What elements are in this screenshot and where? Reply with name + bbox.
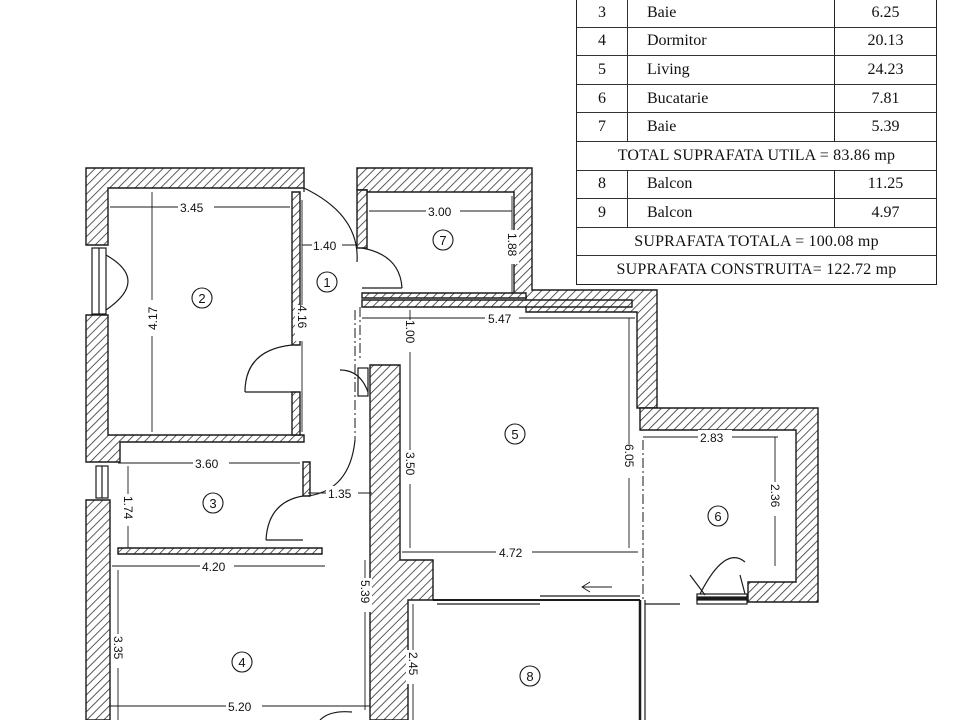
table-row: 5 Living 24.23 xyxy=(577,55,936,84)
table-row: 7 Baie 5.39 xyxy=(577,112,936,141)
dim-room6-width: 2.83 xyxy=(700,431,724,445)
wall-living-top xyxy=(361,299,633,308)
area-table: 3 Baie 6.25 4 Dormitor 20.13 5 Living 24… xyxy=(576,0,937,285)
row-number: 7 xyxy=(577,113,628,141)
dim-room7-width: 3.00 xyxy=(428,205,452,219)
door-room3 xyxy=(265,495,304,541)
row-area: 4.97 xyxy=(871,203,900,221)
wall-room7-left xyxy=(356,189,368,249)
dimension-labels: 3.45 4.17 1.40 4.16 3.00 1.88 5.47 1.00 … xyxy=(111,200,782,714)
wall-room2-right-lower xyxy=(291,391,301,436)
row-number: 3 xyxy=(577,0,628,27)
row-area: 20.13 xyxy=(867,32,904,50)
walls xyxy=(85,167,819,720)
dim-room3-height: 1.74 xyxy=(121,496,135,520)
door-room7 xyxy=(361,247,403,289)
row-name: Dormitor xyxy=(628,27,835,56)
construita-row: SUPRAFATA CONSTRUITA= 122.72 mp xyxy=(577,255,936,284)
wall-room6 xyxy=(639,407,819,603)
total-row: SUPRAFATA TOTALA = 100.08 mp xyxy=(577,226,936,256)
room-label-1: 1 xyxy=(323,275,330,290)
dim-room4-left: 3.35 xyxy=(111,636,125,660)
table-row: 6 Bucatarie 7.81 xyxy=(577,83,936,113)
row-area: 6.25 xyxy=(871,3,900,21)
row-number: 9 xyxy=(577,199,628,227)
wall-room2-left-lower xyxy=(85,314,305,463)
wall-room2-top xyxy=(85,167,305,246)
table-row: 4 Dormitor 20.13 xyxy=(577,26,936,56)
wall-room7-bottom xyxy=(361,292,527,299)
room-label-5: 5 xyxy=(511,427,518,442)
room-label-2: 2 xyxy=(198,291,205,306)
dim-room5-top: 5.47 xyxy=(488,312,512,326)
wall-room3-right xyxy=(302,461,311,497)
total-utila-row: TOTAL SUPRAFATA UTILA = 83.86 mp xyxy=(577,140,936,170)
row-number: 6 xyxy=(577,84,628,113)
room-markers xyxy=(191,229,729,687)
wall-central xyxy=(369,364,434,720)
dim-room2-width: 3.45 xyxy=(180,201,204,215)
row-number: 5 xyxy=(577,56,628,84)
windows xyxy=(91,247,748,720)
row-name: Balcon xyxy=(628,199,835,227)
room-label-3: 3 xyxy=(209,496,216,511)
dim-room4-top: 4.20 xyxy=(202,560,226,574)
dim-room8-left: 2.45 xyxy=(406,652,420,676)
row-name: Baie xyxy=(628,0,835,27)
door-room2 xyxy=(244,344,293,393)
dim-room4-right: 5.39 xyxy=(358,580,372,604)
doors xyxy=(244,187,403,720)
dim-hall2-width: 1.35 xyxy=(328,487,352,501)
door-room4 xyxy=(319,711,353,720)
door-living xyxy=(339,369,369,393)
dim-hall-height: 4.16 xyxy=(295,305,309,329)
door-entrance xyxy=(303,187,358,263)
row-name: Living xyxy=(628,56,835,84)
room-label-7: 7 xyxy=(439,233,446,248)
dim-room5-left: 3.50 xyxy=(403,452,417,476)
dim-room5-right: 6.05 xyxy=(622,444,636,468)
row-number: 4 xyxy=(577,27,628,56)
row-area: 7.81 xyxy=(871,89,900,107)
wall-room3-bottom xyxy=(117,547,323,555)
dim-room5-bottom: 4.72 xyxy=(499,546,523,560)
room-labels: 1 2 3 4 5 6 7 8 xyxy=(198,233,721,684)
row-name: Balcon xyxy=(628,170,835,199)
wall-room4-left xyxy=(85,499,111,720)
table-row: 9 Balcon 4.97 xyxy=(577,198,936,227)
row-number: 8 xyxy=(577,170,628,199)
table-row: 8 Balcon 11.25 xyxy=(577,169,936,199)
room-label-6: 6 xyxy=(714,509,721,524)
dim-room6-height: 2.36 xyxy=(768,484,782,508)
dim-room3-width: 3.60 xyxy=(195,457,219,471)
dim-hall-width: 1.40 xyxy=(313,239,337,253)
dim-room7-height: 1.88 xyxy=(505,233,519,257)
row-name: Bucatarie xyxy=(628,84,835,113)
row-area: 5.39 xyxy=(871,118,900,136)
row-area: 11.25 xyxy=(867,175,904,193)
row-area: 24.23 xyxy=(867,60,904,78)
table-row: 3 Baie 6.25 xyxy=(577,0,936,27)
dim-room5-offset: 1.00 xyxy=(403,320,417,344)
dashed-lines xyxy=(354,307,644,600)
room-label-8: 8 xyxy=(526,669,533,684)
door-hall xyxy=(307,439,356,497)
room-label-4: 4 xyxy=(238,655,245,670)
row-name: Baie xyxy=(628,113,835,141)
dim-room2-height: 4.17 xyxy=(146,306,160,330)
dim-room4-bottom: 5.20 xyxy=(228,700,252,714)
